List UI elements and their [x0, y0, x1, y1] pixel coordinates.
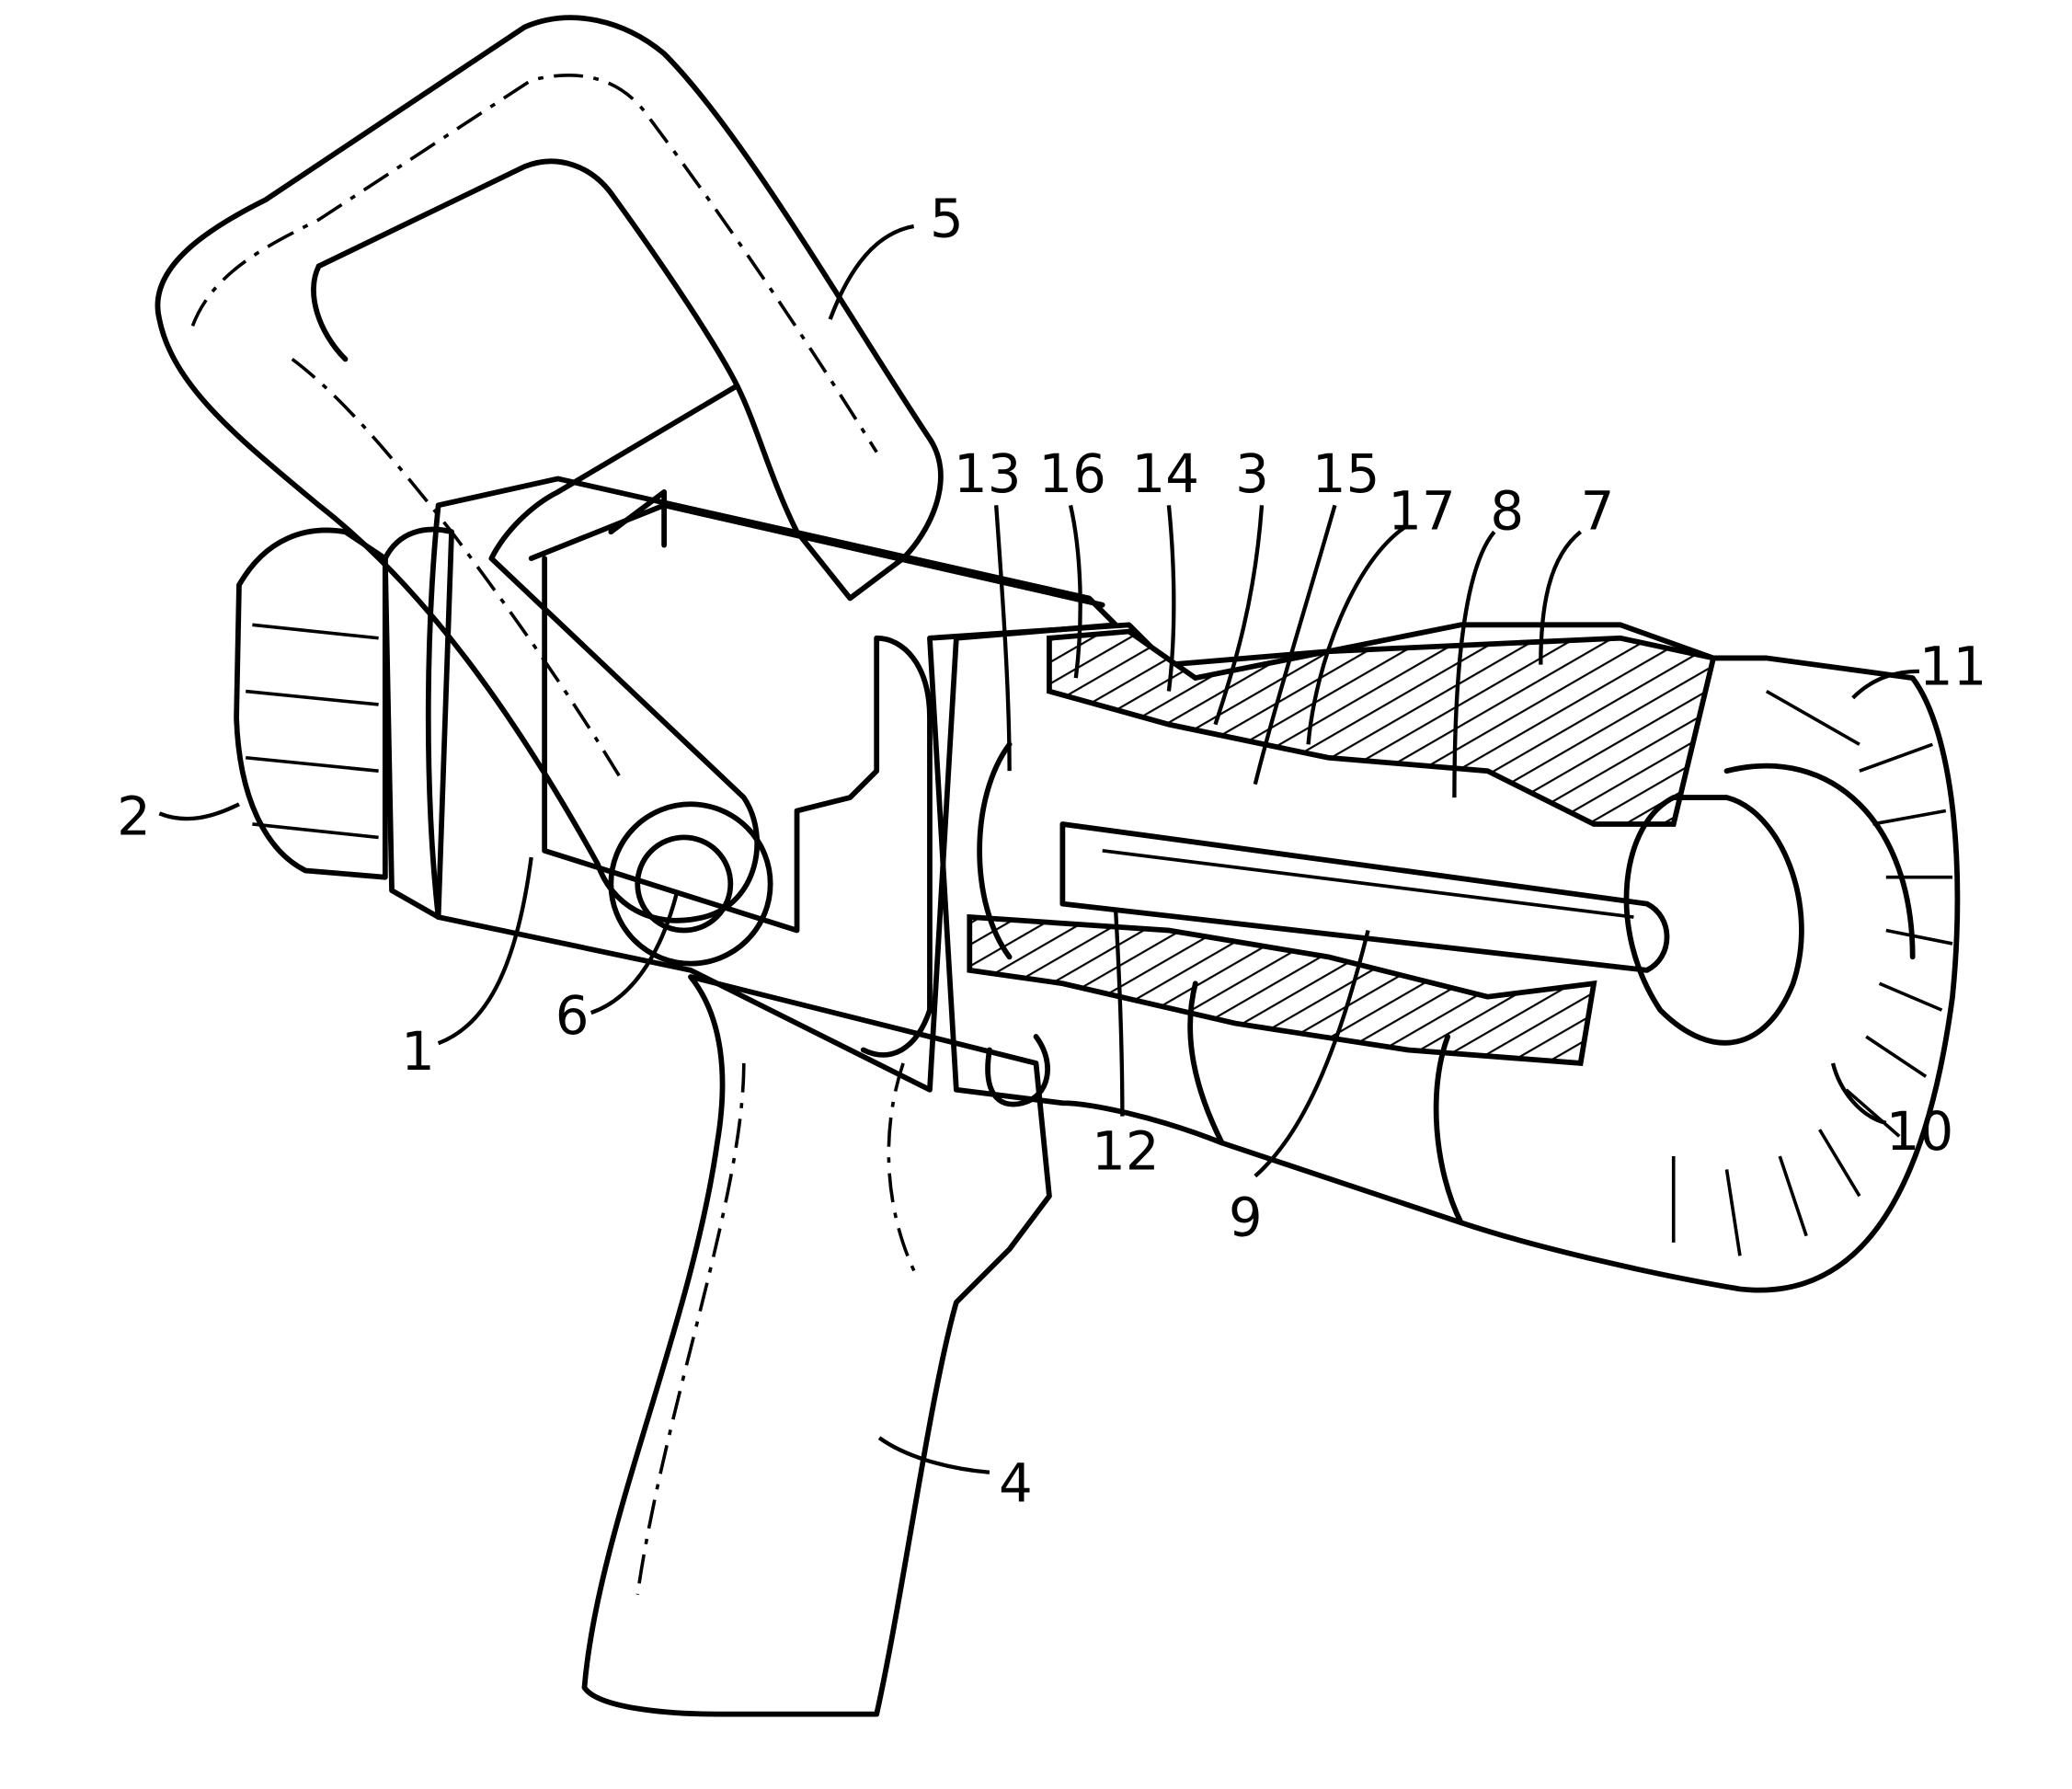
label-7: 7 — [1581, 479, 1615, 542]
label-3: 3 — [1235, 442, 1269, 505]
label-9: 9 — [1229, 1187, 1263, 1249]
label-17: 17 — [1388, 479, 1455, 542]
label-2: 2 — [117, 786, 151, 848]
label-12: 12 — [1092, 1119, 1160, 1182]
label-1: 1 — [401, 1020, 435, 1083]
label-4: 4 — [999, 1452, 1033, 1515]
bail-handle — [155, 15, 944, 923]
label-13: 13 — [954, 442, 1022, 505]
label-6: 6 — [555, 984, 590, 1047]
label-11: 11 — [1919, 635, 1986, 697]
label-14: 14 — [1131, 442, 1199, 505]
label-15: 15 — [1312, 442, 1379, 505]
label-10: 10 — [1886, 1100, 1953, 1163]
nozzle-body — [425, 476, 1119, 1093]
coupling — [234, 526, 454, 920]
pistol-grip — [581, 974, 1052, 1717]
label-8: 8 — [1490, 479, 1524, 542]
cutaway-section — [927, 622, 1961, 1293]
label-16: 16 — [1038, 442, 1106, 505]
reference-numerals: 5 13 16 14 3 15 17 8 7 11 2 1 6 12 9 10 … — [117, 188, 1986, 1515]
label-5: 5 — [930, 188, 964, 250]
leader-lines — [158, 224, 1919, 1474]
